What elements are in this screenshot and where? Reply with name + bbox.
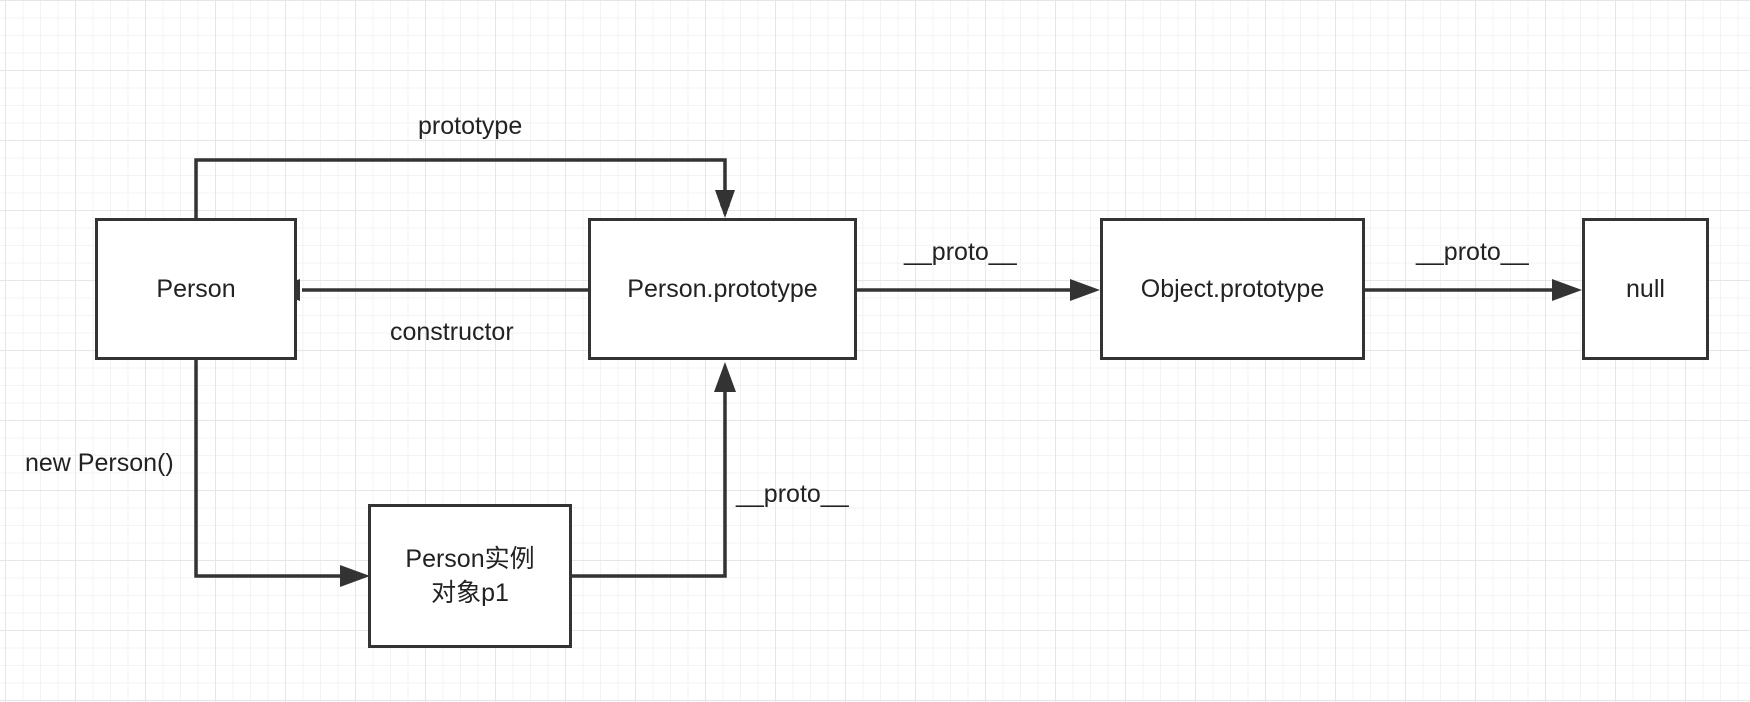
node-null: null	[1582, 218, 1709, 360]
arrowhead-instance-proto	[714, 362, 736, 392]
edge-prototype	[194, 158, 730, 218]
label-proto-to-object: __proto__	[904, 238, 1017, 266]
arrowhead-proto-to-null	[1552, 279, 1582, 301]
node-instance-p1-label: Person实例 对象p1	[405, 545, 535, 607]
arrowhead-new-person	[340, 565, 370, 587]
label-proto-to-null: __proto__	[1416, 238, 1529, 266]
label-new-person: new Person()	[25, 449, 174, 477]
edge-instance-proto	[572, 386, 727, 578]
arrowhead-proto-to-object	[1070, 279, 1100, 301]
node-object-prototype-label: Object.prototype	[1140, 275, 1325, 303]
node-object-prototype: Object.prototype	[1100, 218, 1365, 360]
node-null-label: null	[1626, 275, 1665, 303]
node-instance-p1: Person实例 对象p1	[368, 504, 572, 648]
arrowhead-prototype	[715, 190, 735, 218]
node-person-prototype: Person.prototype	[588, 218, 857, 360]
label-instance-proto: __proto__	[736, 480, 849, 508]
node-person: Person	[95, 218, 297, 360]
node-person-label: Person	[156, 275, 236, 303]
edge-new-person	[194, 360, 345, 578]
label-prototype: prototype	[418, 112, 523, 140]
node-person-prototype-label: Person.prototype	[627, 275, 818, 303]
label-constructor: constructor	[390, 318, 514, 346]
